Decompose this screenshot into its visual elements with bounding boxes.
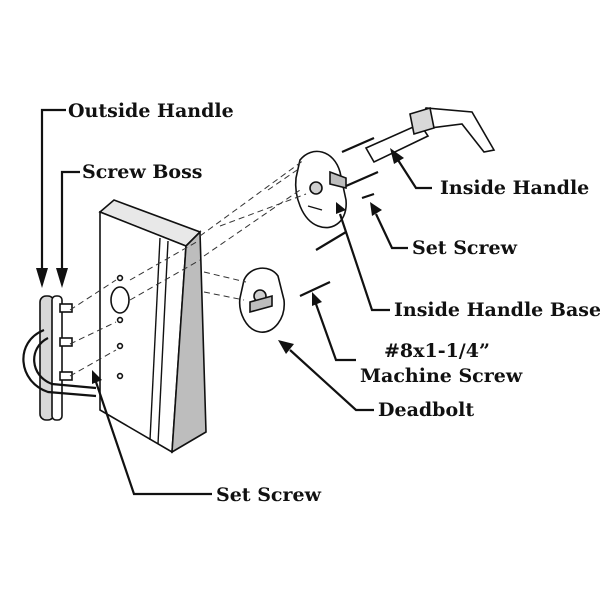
alignment-lines: [69, 159, 307, 377]
set-screw-lower-leader: [92, 370, 212, 496]
label-inside-handle: Inside Handle: [440, 177, 589, 199]
label-deadbolt: Deadbolt: [378, 399, 474, 421]
door-stile: [98, 199, 207, 454]
outside-handle-leader: [36, 108, 66, 288]
label-set-screw-lower: Set Screw: [216, 484, 322, 506]
set-screw-upper-leader: [370, 202, 408, 250]
machine-screw-leader: [312, 292, 356, 362]
label-screw-boss: Screw Boss: [82, 161, 203, 183]
label-machine-screw: Machine Screw: [360, 365, 523, 387]
screw-boss-leader: [56, 170, 80, 288]
label-machine-screw-size: #8x1-1/4”: [384, 340, 490, 362]
outside-handle-part: [22, 295, 97, 421]
deadbolt-part: [238, 267, 285, 333]
inside-handle-part: [364, 106, 496, 164]
machine-screws: [299, 136, 379, 297]
inside-handle-base-part: [294, 150, 347, 229]
screw-boss-part: [59, 303, 73, 381]
inside-handle-base-leader: [336, 202, 390, 312]
deadbolt-leader: [278, 340, 374, 412]
inside-handle-leader: [390, 148, 432, 190]
label-set-screw-upper: Set Screw: [412, 237, 518, 259]
label-inside-handle-base: Inside Handle Base: [394, 299, 600, 321]
label-outside-handle: Outside Handle: [68, 100, 234, 122]
